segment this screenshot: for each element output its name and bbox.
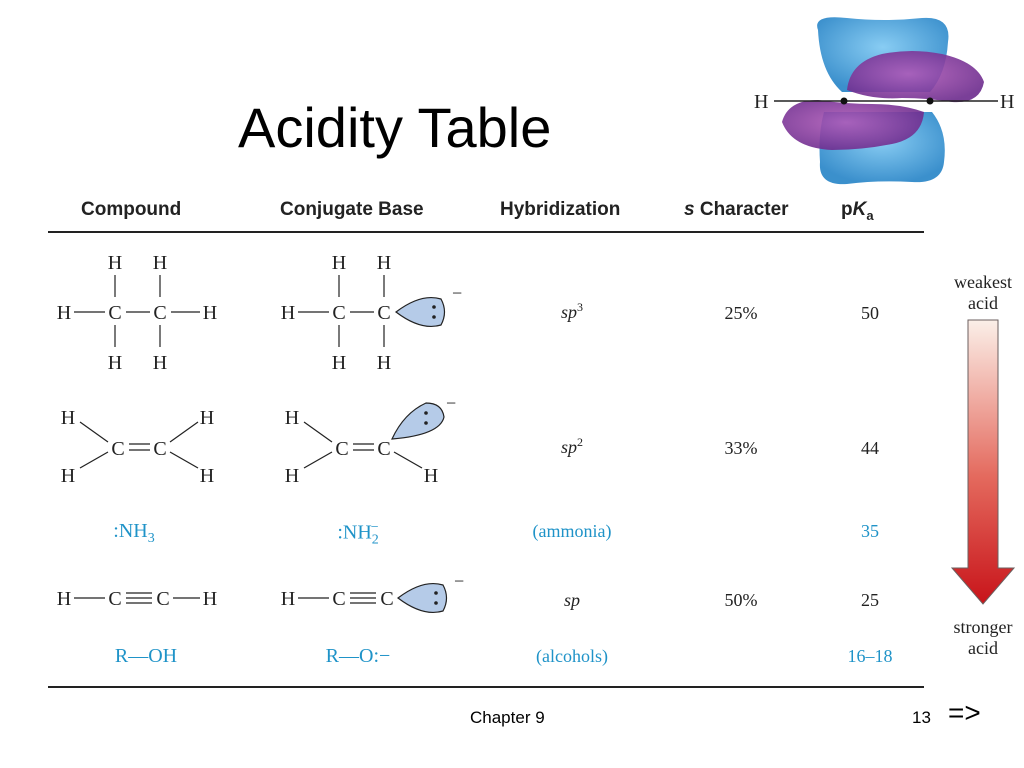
orbital-h-right: H bbox=[1000, 91, 1014, 113]
ethylene-structure: H H C C H H bbox=[61, 407, 214, 487]
header-hybridization: Hybridization bbox=[500, 199, 621, 220]
chapter-label: Chapter 9 bbox=[470, 708, 545, 727]
svg-text:H: H bbox=[57, 588, 71, 610]
svg-text:H: H bbox=[332, 352, 346, 372]
header-conjugate-base: Conjugate Base bbox=[280, 199, 424, 220]
svg-text:C: C bbox=[332, 302, 345, 324]
header-s-character: s Character bbox=[684, 199, 789, 220]
ethyl-anion-structure: H H H C C H H − bbox=[281, 252, 462, 372]
svg-text:H: H bbox=[61, 407, 75, 429]
purple-lobe-lower bbox=[782, 100, 924, 150]
row4-s-character: 50% bbox=[724, 590, 758, 610]
svg-text:H: H bbox=[61, 465, 75, 487]
header-compound: Compound bbox=[81, 199, 182, 220]
pi-bond-orbital-diagram: H H bbox=[754, 17, 1014, 185]
svg-text:H: H bbox=[108, 252, 122, 274]
svg-text:C: C bbox=[380, 588, 393, 610]
row3-hybridization: (ammonia) bbox=[532, 521, 612, 541]
row2-s-character: 33% bbox=[724, 438, 758, 458]
row4-hybridization: sp bbox=[563, 590, 581, 610]
svg-text:H: H bbox=[203, 302, 217, 324]
svg-text:C: C bbox=[108, 302, 121, 324]
svg-text:H: H bbox=[332, 252, 346, 274]
purple-lobe-upper bbox=[847, 51, 984, 103]
svg-text:H: H bbox=[285, 465, 299, 487]
svg-text:H: H bbox=[377, 352, 391, 372]
svg-text:−: − bbox=[452, 283, 462, 303]
svg-text:−: − bbox=[454, 575, 464, 591]
svg-text:H: H bbox=[203, 588, 217, 610]
svg-text:H: H bbox=[153, 352, 167, 372]
svg-text:H: H bbox=[377, 252, 391, 274]
next-slide-link[interactable]: => bbox=[948, 697, 981, 728]
alcohol-compound: R—OH bbox=[114, 645, 178, 667]
svg-text:H: H bbox=[424, 465, 438, 487]
header-rule bbox=[48, 231, 924, 233]
svg-text:H: H bbox=[200, 407, 214, 429]
row2-pka: 44 bbox=[861, 438, 879, 458]
svg-text:H: H bbox=[153, 252, 167, 274]
slide-title: Acidity Table bbox=[238, 96, 552, 159]
ammonia-compound: :NH3 bbox=[113, 520, 155, 546]
alkoxide-base: R—O:− bbox=[325, 645, 391, 667]
svg-text:C: C bbox=[335, 438, 348, 460]
row1-pka: 50 bbox=[861, 303, 879, 323]
row5-pka: 16–18 bbox=[847, 646, 893, 666]
svg-text:H: H bbox=[200, 465, 214, 487]
row1-hybridization: sp3 bbox=[560, 300, 584, 322]
svg-text:C: C bbox=[377, 302, 390, 324]
amide-base: :NH2− bbox=[337, 520, 379, 548]
svg-text:C: C bbox=[156, 588, 169, 610]
vinyl-anion-structure: H C C H H − bbox=[285, 395, 456, 487]
footer-rule bbox=[48, 686, 924, 688]
row5-hybridization: (alcohols) bbox=[536, 646, 608, 666]
svg-text:C: C bbox=[377, 438, 390, 460]
row2-hybridization: sp2 bbox=[560, 435, 584, 457]
svg-text:C: C bbox=[108, 588, 121, 610]
svg-text:C: C bbox=[111, 438, 124, 460]
svg-text:H: H bbox=[281, 588, 295, 610]
svg-text:C: C bbox=[153, 302, 166, 324]
svg-text:C: C bbox=[332, 588, 345, 610]
row3-pka: 35 bbox=[861, 521, 879, 541]
row4-pka: 25 bbox=[861, 590, 879, 610]
svg-text:−: − bbox=[446, 395, 456, 413]
row1-s-character: 25% bbox=[724, 303, 758, 323]
orbital-h-left: H bbox=[754, 91, 768, 113]
acidity-gradient-arrow bbox=[950, 319, 1016, 605]
ethane-structure: H H H C C H H H bbox=[57, 252, 217, 372]
acidity-table: Compound Conjugate Base Hybridization s … bbox=[48, 195, 924, 695]
svg-text:H: H bbox=[108, 352, 122, 372]
svg-text:C: C bbox=[153, 438, 166, 460]
page-number: 13 bbox=[912, 708, 931, 727]
svg-text:H: H bbox=[57, 302, 71, 324]
svg-text:H: H bbox=[281, 302, 295, 324]
header-pka: pKa bbox=[841, 199, 874, 223]
svg-text:H: H bbox=[285, 407, 299, 429]
